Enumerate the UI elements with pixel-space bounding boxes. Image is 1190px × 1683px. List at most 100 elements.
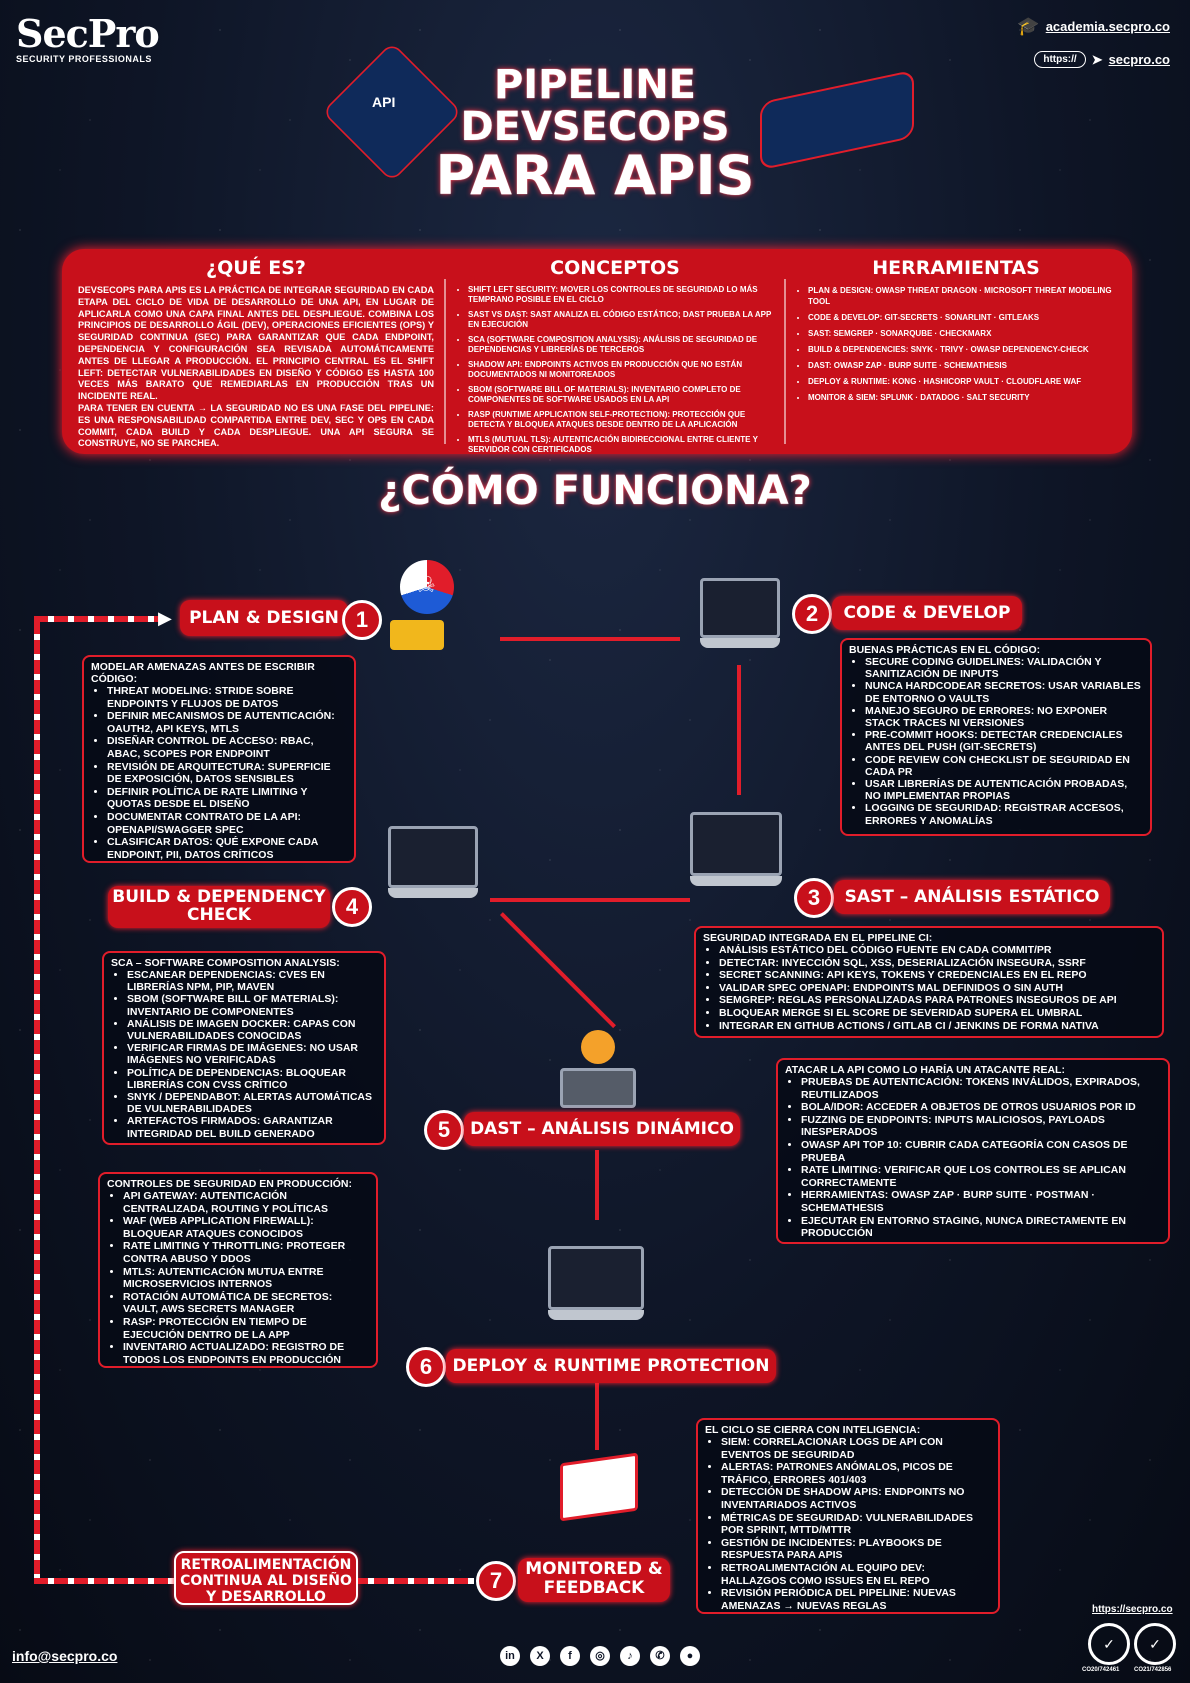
que-es-column: ¿QUÉ ES? DevSecOps para APIs es la práct…: [78, 257, 434, 450]
list-item: THREAT MODELING: STRIDE SOBRE ENDPOINTS …: [107, 685, 347, 710]
que-es-title: ¿QUÉ ES?: [206, 257, 306, 279]
list-item: GESTIÓN DE INCIDENTES: PLAYBOOKS DE RESP…: [721, 1537, 991, 1562]
whatsapp-icon[interactable]: ✆: [650, 1646, 670, 1666]
herramientas-title: HERRAMIENTAS: [872, 257, 1040, 279]
divider: [784, 279, 786, 444]
list-item: ALERTAS: PATRONES ANÓMALOS, PICOS DE TRÁ…: [721, 1461, 991, 1486]
list-item: USAR LIBRERÍAS DE AUTENTICACIÓN PROBADAS…: [865, 778, 1143, 802]
concept-item: RASP (Runtime Application Self-Protectio…: [468, 410, 774, 430]
list-item: RATE LIMITING: VERIFICAR QUE LOS CONTROL…: [801, 1164, 1161, 1189]
step-6-number: 6: [406, 1347, 446, 1387]
step-6-list: API GATEWAY: AUTENTICACIÓN CENTRALIZADA,…: [107, 1190, 369, 1366]
list-item: DETECCIÓN DE SHADOW APIS: ENDPOINTS NO I…: [721, 1486, 991, 1511]
how-it-works-heading: ¿CÓMO FUNCIONA?: [378, 468, 812, 514]
title-line-2: DEVSECOPS: [460, 104, 730, 150]
list-item: SNYK / DEPENDABOT: ALERTAS AUTOMÁTICAS D…: [127, 1091, 377, 1115]
footer-site-link[interactable]: https://secpro.co: [1092, 1604, 1173, 1615]
divider: [444, 279, 446, 444]
step-1-title: PLAN & DESIGN: [189, 608, 339, 628]
tiktok-icon[interactable]: ♪: [620, 1646, 640, 1666]
concept-item: SBOM (Software Bill of Materials): Inven…: [468, 385, 774, 405]
tool-item: Plan & Design: OWASP Threat Dragon · Mic…: [808, 285, 1116, 307]
list-item: DISEÑAR CONTROL DE ACCESO: RBAC, ABAC, S…: [107, 735, 347, 760]
facebook-icon[interactable]: f: [560, 1646, 580, 1666]
list-item: ESCANEAR DEPENDENCIAS: CVES EN LIBRERÍAS…: [127, 969, 377, 993]
build-laptop-icon: [388, 826, 478, 898]
step-2-heading: BUENAS PRÁCTICAS EN EL CÓDIGO:: [849, 644, 1041, 656]
connector-1-2: [500, 637, 680, 641]
herramientas-list: Plan & Design: OWASP Threat Dragon · Mic…: [796, 285, 1116, 403]
list-item: ROTACIÓN AUTOMÁTICA DE SECRETOS: VAULT, …: [123, 1291, 369, 1316]
step-7-list: SIEM: CORRELACIONAR LOGS DE API CON EVEN…: [705, 1436, 991, 1612]
step-2-list: SECURE CODING GUIDELINES: VALIDACIÓN Y S…: [849, 656, 1143, 827]
step-3-box: SEGURIDAD INTEGRADA EN EL PIPELINE CI: A…: [694, 926, 1164, 1038]
github-icon[interactable]: ●: [680, 1646, 700, 1666]
list-item: LOGGING DE SEGURIDAD: REGISTRAR ACCESOS,…: [865, 802, 1143, 826]
step-7-title: MONITORED & FEEDBACK: [525, 1559, 663, 1598]
step-4-label: BUILD & DEPENDENCY CHECK: [108, 886, 330, 928]
step-6-title: DEPLOY & RUNTIME PROTECTION: [452, 1356, 770, 1376]
step-3-heading: SEGURIDAD INTEGRADA EN EL PIPELINE CI:: [703, 932, 933, 944]
step-5-title: DAST – ANÁLISIS DINÁMICO: [470, 1119, 734, 1139]
list-item: FUZZING DE ENDPOINTS: INPUTS MALICIOSOS,…: [801, 1114, 1161, 1139]
list-item: EJECUTAR EN ENTORNO STAGING, NUNCA DIREC…: [801, 1215, 1161, 1240]
contact-email[interactable]: info@secpro.co: [12, 1648, 118, 1664]
academy-link[interactable]: academia.secpro.co: [1045, 19, 1170, 34]
social-icons: in X f ◎ ♪ ✆ ●: [500, 1646, 700, 1666]
site-row: https:// ➤ secpro.co: [1017, 51, 1170, 68]
certification-badge-icon: ✓: [1134, 1623, 1176, 1665]
academy-row: 🎓 academia.secpro.co: [1017, 16, 1170, 37]
step-3-title: SAST – ANÁLISIS ESTÁTICO: [844, 887, 1100, 907]
threat-modeling-icon: ☠: [390, 560, 454, 650]
feedback-text: RETROALIMENTACIÓN CONTINUA AL DISEÑO Y D…: [180, 1557, 352, 1605]
tool-item: SAST: Semgrep · SonarQube · Checkmarx: [808, 328, 1116, 339]
tool-item: Code & Develop: git-secrets · SonarLint …: [808, 312, 1116, 323]
list-item: SIEM: CORRELACIONAR LOGS DE API CON EVEN…: [721, 1436, 991, 1461]
list-item: DEFINIR POLÍTICA DE RATE LIMITING Y QUOT…: [107, 786, 347, 811]
feedback-label: RETROALIMENTACIÓN CONTINUA AL DISEÑO Y D…: [174, 1551, 358, 1605]
certification-badge-icon: ✓: [1088, 1623, 1130, 1665]
step-1-heading: MODELAR AMENAZAS ANTES DE ESCRIBIR CÓDIG…: [91, 661, 315, 685]
step-1-box: MODELAR AMENAZAS ANTES DE ESCRIBIR CÓDIG…: [82, 655, 356, 863]
list-item: RASP: PROTECCIÓN EN TIEMPO DE EJECUCIÓN …: [123, 1316, 369, 1341]
list-item: DEFINIR MECANISMOS DE AUTENTICACIÓN: OAU…: [107, 710, 347, 735]
list-item: ANÁLISIS DE IMAGEN DOCKER: CAPAS CON VUL…: [127, 1018, 377, 1042]
step-4-list: ESCANEAR DEPENDENCIAS: CVES EN LIBRERÍAS…: [111, 969, 377, 1140]
conceptos-title: CONCEPTOS: [550, 257, 680, 279]
list-item: BLOQUEAR MERGE SI EL SCORE DE SEVERIDAD …: [719, 1007, 1155, 1020]
step-2-label: CODE & DEVELOP: [832, 596, 1022, 630]
list-item: MÉTRICAS DE SEGURIDAD: VULNERABILIDADES …: [721, 1512, 991, 1537]
x-icon[interactable]: X: [530, 1646, 550, 1666]
step-2-number: 2: [792, 594, 832, 634]
graduation-cap-icon: 🎓: [1017, 16, 1040, 36]
badge-code-2: CO21/742856: [1134, 1667, 1172, 1673]
connector-3-4: [490, 898, 690, 902]
step-5-heading: ATACAR LA API COMO LO HARÍA UN ATACANTE …: [785, 1064, 1065, 1076]
step-7-number: 7: [476, 1561, 516, 1601]
list-item: BOLA/IDOR: ACCEDER A OBJETOS DE OTROS US…: [801, 1101, 1161, 1114]
list-item: VALIDAR SPEC OPENAPI: ENDPOINTS MAL DEFI…: [719, 982, 1155, 995]
list-item: SECURE CODING GUIDELINES: VALIDACIÓN Y S…: [865, 656, 1143, 680]
linkedin-icon[interactable]: in: [500, 1646, 520, 1666]
arrow-right-icon: ▶: [158, 608, 172, 628]
list-item: ARTEFACTOS FIRMADOS: GARANTIZAR INTEGRID…: [127, 1115, 377, 1139]
tool-item: DAST: OWASP ZAP · Burp Suite · Schemathe…: [808, 360, 1116, 371]
list-item: INVENTARIO ACTUALIZADO: REGISTRO DE TODO…: [123, 1341, 369, 1366]
list-item: POLÍTICA DE DEPENDENCIAS: BLOQUEAR LIBRE…: [127, 1067, 377, 1091]
list-item: INTEGRAR EN GITHUB ACTIONS / GITLAB CI /…: [719, 1020, 1155, 1033]
list-item: PRE-COMMIT HOOKS: DETECTAR CREDENCIALES …: [865, 729, 1143, 753]
site-link[interactable]: secpro.co: [1108, 52, 1170, 67]
list-item: SEMGREP: REGLAS PERSONALIZADAS PARA PATR…: [719, 994, 1155, 1007]
tool-item: Deploy & Runtime: Kong · HashiCorp Vault…: [808, 376, 1116, 387]
step-4-heading: SCA – SOFTWARE COMPOSITION ANALYSIS:: [111, 957, 340, 969]
tool-item: Monitor & SIEM: Splunk · Datadog · Salt …: [808, 392, 1116, 403]
concept-item: Shift Left Security: Mover los controles…: [468, 285, 774, 305]
step-6-label: DEPLOY & RUNTIME PROTECTION: [446, 1349, 776, 1383]
instagram-icon[interactable]: ◎: [590, 1646, 610, 1666]
list-item: ANÁLISIS ESTÁTICO DEL CÓDIGO FUENTE EN C…: [719, 944, 1155, 957]
list-item: VERIFICAR FIRMAS DE IMÁGENES: NO USAR IM…: [127, 1042, 377, 1066]
cursor-icon: ➤: [1091, 51, 1103, 67]
conceptos-list: Shift Left Security: Mover los controles…: [456, 285, 774, 455]
list-item: RATE LIMITING Y THROTTLING: PROTEGER CON…: [123, 1240, 369, 1265]
step-6-box: CONTROLES DE SEGURIDAD EN PRODUCCIÓN: AP…: [98, 1172, 378, 1368]
